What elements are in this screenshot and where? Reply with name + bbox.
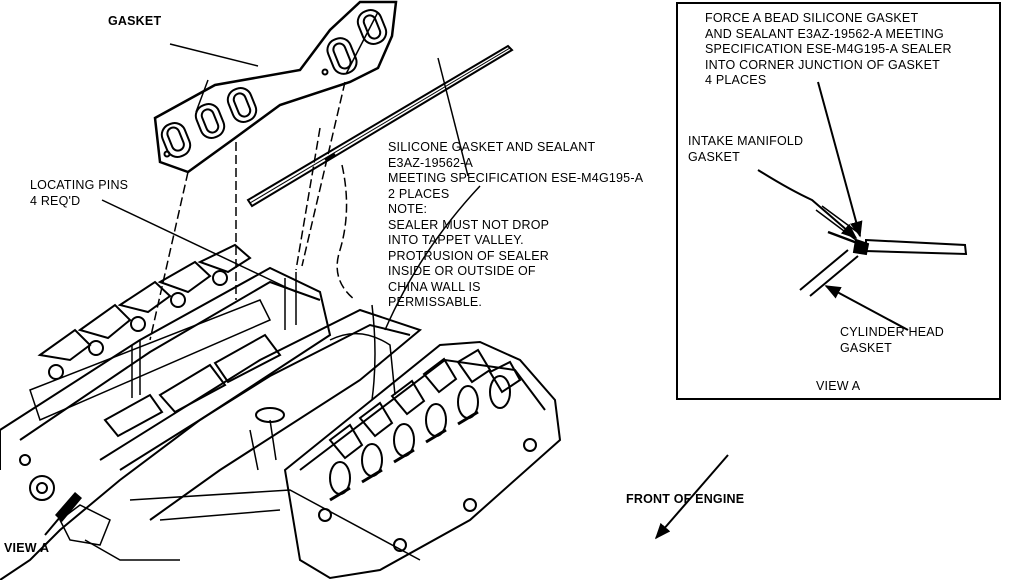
force-bead-note-line: AND SEALANT E3AZ-19562-A MEETING bbox=[705, 26, 944, 41]
force-bead-note-line: SPECIFICATION ESE-M4G195-A SEALER bbox=[705, 42, 952, 56]
left-cylinder-head bbox=[0, 243, 332, 580]
leader-lines bbox=[101, 11, 481, 401]
front-of-engine-label: FRONT OF ENGINE bbox=[626, 492, 745, 506]
cylinder-head-gasket-line: GASKET bbox=[840, 340, 892, 355]
sealant-note-line: SEALER MUST NOT DROP bbox=[388, 217, 550, 232]
sealant-note-line: INTO TAPPET VALLEY. bbox=[388, 233, 524, 247]
intake-manifold-gasket-label: INTAKE MANIFOLD GASKET bbox=[688, 134, 803, 165]
sealant-note-line: PROTRUSION OF SEALER bbox=[388, 248, 549, 263]
view-a-callout-label: VIEW A bbox=[4, 541, 50, 555]
right-cylinder-head bbox=[59, 340, 562, 580]
sealant-note-line: CHINA WALL IS bbox=[388, 279, 481, 294]
sealant-note-line: INSIDE OR OUTSIDE OF bbox=[388, 264, 536, 278]
sealant-note-line: SILICONE GASKET AND SEALANT bbox=[388, 140, 596, 154]
sealant-note-line: NOTE: bbox=[388, 202, 428, 216]
view-a-callout-arrow bbox=[44, 492, 82, 536]
force-bead-note: FORCE A BEAD SILICONE GASKET AND SEALANT… bbox=[705, 11, 952, 89]
locating-pins-line: 4 REQ'D bbox=[30, 193, 81, 208]
inset-detail-drawing bbox=[757, 81, 968, 331]
sealant-note: SILICONE GASKET AND SEALANT E3AZ-19562-A… bbox=[388, 140, 643, 311]
sealant-note-line: PERMISSABLE. bbox=[388, 295, 483, 309]
sealant-note-line: E3AZ-19562-A bbox=[388, 155, 474, 170]
inset-view-title: VIEW A bbox=[816, 379, 861, 393]
locating-pins-label: LOCATING PINS 4 REQ'D bbox=[30, 178, 128, 209]
view-a-inset-frame bbox=[676, 2, 1001, 400]
intake-manifold-gasket-line: INTAKE MANIFOLD bbox=[688, 134, 804, 148]
force-bead-note-line: 4 PLACES bbox=[705, 73, 767, 87]
locating-pins-line: LOCATING PINS bbox=[30, 178, 129, 192]
force-bead-note-line: FORCE A BEAD SILICONE GASKET bbox=[705, 11, 919, 25]
gasket-label: GASKET bbox=[108, 14, 162, 28]
intake-valley bbox=[99, 308, 423, 521]
cylinder-head-gasket-label: CYLINDER HEAD GASKET bbox=[840, 325, 944, 356]
force-bead-note-line: INTO CORNER JUNCTION OF GASKET bbox=[705, 57, 940, 72]
sealant-note-line: MEETING SPECIFICATION ESE-M4G195-A bbox=[388, 171, 644, 185]
intake-gasket-part bbox=[153, 0, 398, 174]
sealant-note-line: 2 PLACES bbox=[388, 186, 450, 201]
front-of-engine-arrow bbox=[654, 454, 729, 540]
intake-manifold-gasket-line: GASKET bbox=[688, 149, 740, 164]
cylinder-head-gasket-line: CYLINDER HEAD bbox=[840, 325, 945, 339]
